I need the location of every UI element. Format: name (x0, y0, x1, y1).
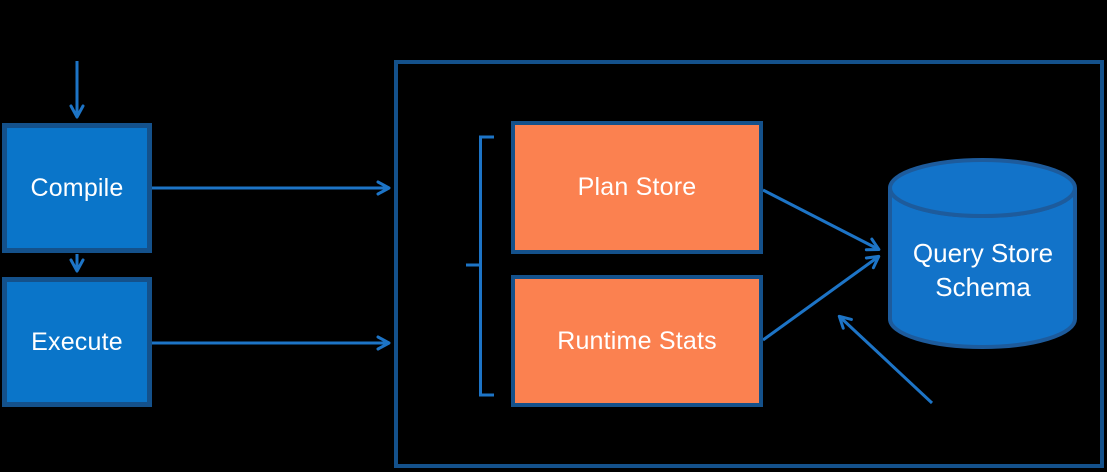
query-store-schema-label-line1: Query Store (912, 238, 1054, 268)
query-store-schema-label-line2: Schema (935, 272, 1031, 302)
query-store-container-box (394, 60, 1104, 468)
plan-store-label: Plan Store (577, 173, 697, 201)
runtime-stats-label: Runtime Stats (557, 326, 717, 355)
runtime-stats-node: Runtime Stats (511, 275, 763, 407)
compile-node: Compile (2, 123, 152, 253)
plan-store-node: Plan Store (511, 121, 763, 254)
query-store-schema-label: Query Store Schema (890, 236, 1076, 304)
execute-node: Execute (2, 277, 152, 407)
compile-label: Compile (30, 173, 124, 202)
execute-label: Execute (31, 327, 123, 356)
